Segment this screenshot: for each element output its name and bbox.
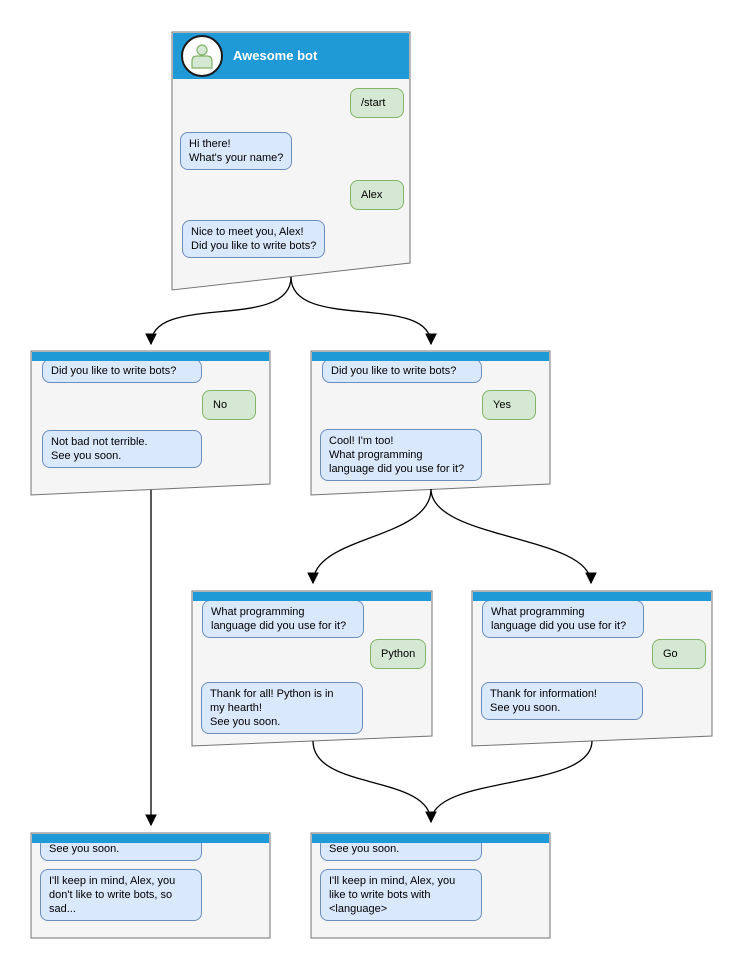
root-header-bar: Awesome bot: [173, 33, 409, 79]
bot-keep-in-mind-no: I'll keep in mind, Alex, you don't like …: [40, 869, 202, 921]
chat-node-root: Awesome bot /start Hi there! What's your…: [172, 32, 410, 290]
edge-root-to-no-branch: [145, 276, 292, 346]
bot-avatar: [181, 35, 223, 77]
go-branch-header-bar: [473, 592, 711, 601]
user-answer-no: No: [202, 390, 256, 420]
edge-root-to-yes-branch: [290, 276, 437, 346]
yes-branch-header-bar: [312, 352, 549, 361]
end-yes-header-bar: [312, 834, 549, 843]
bot-question-language: What programming language did you use fo…: [482, 600, 644, 638]
python-branch-header-bar: [193, 592, 431, 601]
bot-reply-not-bad: Not bad not terrible. See you soon.: [42, 430, 202, 468]
end-no-header-bar: [32, 834, 269, 843]
person-icon: [191, 44, 213, 69]
no-branch-header-bar: [32, 352, 269, 361]
chat-node-go-branch: What programming language did you use fo…: [472, 591, 712, 746]
bot-question-bubble: Did you like to write bots?: [322, 359, 482, 383]
user-answer-python: Python: [370, 639, 427, 669]
chat-node-python-branch: What programming language did you use fo…: [192, 591, 432, 746]
user-answer-go: Go: [652, 639, 706, 669]
user-message-name: Alex: [350, 180, 404, 210]
edge-yes-to-python: [307, 488, 432, 585]
bot-reply-cool: Cool! I'm too! What programming language…: [320, 429, 482, 481]
bot-reply-go: Thank for information! See you soon.: [481, 682, 643, 720]
bot-reply-python: Thank for all! Python is in my hearth! S…: [201, 682, 363, 734]
chat-node-end-no: See you soon. I'll keep in mind, Alex, y…: [31, 833, 270, 938]
chat-node-end-yes: See you soon. I'll keep in mind, Alex, y…: [311, 833, 550, 938]
bot-question-bubble: Did you like to write bots?: [42, 359, 202, 383]
bot-title: Awesome bot: [233, 48, 318, 63]
bot-message-nice-to-meet: Nice to meet you, Alex! Did you like to …: [182, 220, 326, 258]
user-answer-yes: Yes: [482, 390, 536, 420]
chat-node-yes-branch: Did you like to write bots? Yes Cool! I'…: [311, 351, 550, 495]
bot-keep-in-mind-yes: I'll keep in mind, Alex, you like to wri…: [320, 869, 482, 921]
user-message-start: /start: [350, 88, 404, 118]
chat-node-no-branch: Did you like to write bots? No Not bad n…: [31, 351, 270, 495]
bot-message-greeting: Hi there! What's your name?: [180, 132, 293, 170]
edge-go-to-end-yes: [430, 740, 593, 823]
bot-question-language: What programming language did you use fo…: [202, 600, 364, 638]
edge-python-to-end-yes: [312, 740, 437, 824]
edge-yes-to-go: [430, 488, 597, 585]
